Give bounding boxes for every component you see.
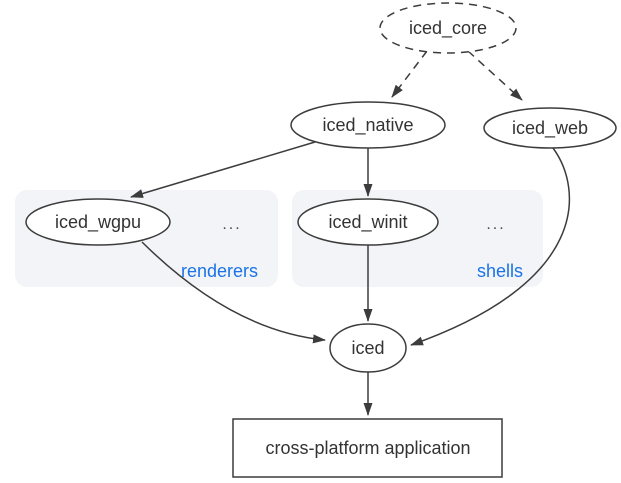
iced-wgpu-label: iced_wgpu [55,212,141,233]
iced-node [329,323,407,373]
shells-group-label: shells [477,261,523,281]
renderers-group-label: renderers [181,261,258,281]
iced-native-node [290,101,446,149]
edge-iced-core-to-iced-native [391,50,428,98]
iced-label: iced [351,338,384,358]
edge-iced-core-to-iced-web [467,50,523,101]
application-label: cross-platform application [265,438,470,458]
iced-wgpu-node [25,198,171,246]
iced-web-node [483,107,617,149]
iced-winit-node [297,198,439,246]
shells-ellipsis: ... [486,216,505,233]
edge-iced-web-to-iced [410,147,571,346]
edge-iced-wgpu-to-iced [141,241,326,344]
iced-core-label: iced_core [409,18,487,39]
iced-web-label: iced_web [512,118,588,139]
iced-core-node [379,2,517,54]
iced-winit-label: iced_winit [328,212,407,233]
edge-iced-native-to-iced-wgpu [130,141,316,198]
iced-native-label: iced_native [322,115,413,136]
renderers-ellipsis: ... [222,216,241,233]
application-node [232,418,503,478]
